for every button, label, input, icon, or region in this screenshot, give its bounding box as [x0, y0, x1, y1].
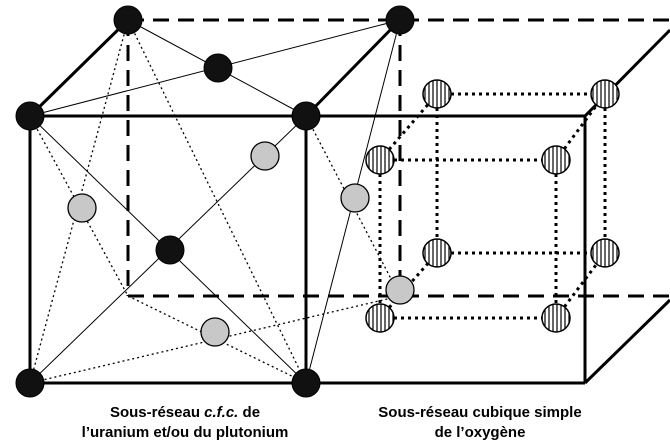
- caption-fcc-sublattice: Sous-réseau c.f.c. de l’uranium et/ou du…: [40, 403, 330, 443]
- grey-atom: [385, 275, 415, 305]
- grey-atom: [250, 141, 280, 171]
- grey-atom: [340, 183, 370, 213]
- metal-atoms: [15, 5, 415, 398]
- oxygen-atom: [365, 303, 395, 333]
- oxygen-atom: [422, 238, 452, 268]
- hidden-edges: [126, 18, 670, 298]
- oxygen-atom: [590, 238, 620, 268]
- crystal-lattice-diagram: [15, 5, 670, 398]
- black-atom: [113, 5, 143, 35]
- caption-left-line1-pre: Sous-réseau: [109, 404, 205, 421]
- oxygen-atom: [541, 303, 571, 333]
- black-atom: [291, 101, 321, 131]
- black-atom: [15, 101, 45, 131]
- black-atom: [155, 235, 185, 265]
- grey-atom: [200, 317, 230, 347]
- oxygen-atoms: [365, 79, 620, 333]
- oxygen-atom: [365, 145, 395, 175]
- caption-left-line1: Sous-réseau c.f.c. de: [40, 403, 330, 423]
- caption-left-line2: l’uranium et/ou du plutonium: [81, 424, 289, 441]
- oxygen-atom: [422, 79, 452, 109]
- caption-oxygen-sublattice: Sous-réseau cubique simple de l’oxygène: [330, 403, 630, 443]
- grey-atom: [67, 193, 97, 223]
- black-atom: [385, 5, 415, 35]
- caption-left-line1-post: de: [238, 404, 261, 421]
- black-atom: [15, 368, 45, 398]
- caption-right-line2: de l’oxygène: [434, 424, 526, 441]
- caption-left-line1-italic: c.f.c.: [204, 404, 239, 421]
- caption-right-line1: Sous-réseau cubique simple: [378, 404, 582, 421]
- oxygen-cube-edges: [378, 92, 607, 320]
- interstitial-atoms: [67, 141, 415, 347]
- black-atom: [203, 53, 233, 83]
- oxygen-atom: [541, 145, 571, 175]
- black-atom: [291, 368, 321, 398]
- oxygen-atom: [590, 79, 620, 109]
